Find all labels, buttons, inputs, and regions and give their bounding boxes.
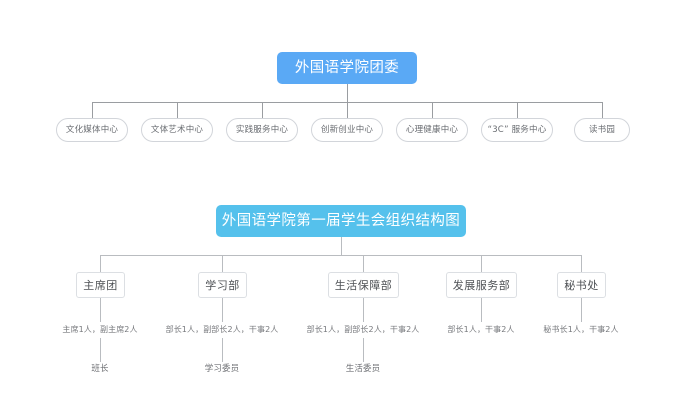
chart2-role-banzhang: 班长 bbox=[91, 364, 109, 375]
chart2-staff-line-2 bbox=[222, 298, 223, 322]
chart1-node-shijian-fuwu[interactable]: 实践服务中心 bbox=[226, 118, 298, 142]
chart2-drop-line-1 bbox=[100, 255, 101, 272]
chart2-staff-line-5 bbox=[581, 298, 582, 322]
chart2-bus-line bbox=[100, 255, 581, 256]
chart1-drop-line-1 bbox=[92, 102, 93, 118]
chart2-drop-line-4 bbox=[481, 255, 482, 272]
chart2-role-line-2 bbox=[222, 338, 223, 362]
chart2-role-xuexi-weiyuan: 学习委员 bbox=[204, 364, 240, 375]
chart2-dept-fazhan-fuwubu[interactable]: 发展服务部 bbox=[446, 272, 517, 298]
chart2-staff-shenghuo-baozhangbu: 部长1人，副部长2人，干事2人 bbox=[306, 325, 420, 334]
chart2-dept-mishuchu[interactable]: 秘书处 bbox=[557, 272, 606, 298]
chart1-trunk-line bbox=[347, 84, 348, 102]
chart2-role-line-3 bbox=[363, 338, 364, 362]
chart2-drop-line-2 bbox=[222, 255, 223, 272]
chart1-title-box[interactable]: 外国语学院团委 bbox=[277, 52, 417, 84]
chart1-node-xinli-jiankang[interactable]: 心理健康中心 bbox=[396, 118, 468, 142]
chart2-dept-xuexibu[interactable]: 学习部 bbox=[198, 272, 247, 298]
chart1-node-chuangxin-chuangye[interactable]: 创新创业中心 bbox=[311, 118, 383, 142]
chart1-node-3c-fuwu[interactable]: “3C” 服务中心 bbox=[481, 118, 553, 142]
chart1-node-wenhua-meiti[interactable]: 文化媒体中心 bbox=[56, 118, 128, 142]
chart2-trunk-line bbox=[341, 237, 342, 255]
chart2-staff-line-4 bbox=[481, 298, 482, 322]
chart2-drop-line-5 bbox=[581, 255, 582, 272]
chart2-dept-zhuxituan[interactable]: 主席团 bbox=[76, 272, 125, 298]
chart1-node-dushuyuan[interactable]: 读书园 bbox=[574, 118, 630, 142]
chart2-dept-shenghuo-baozhangbu[interactable]: 生活保障部 bbox=[328, 272, 399, 298]
chart1-drop-line-7 bbox=[602, 102, 603, 118]
chart1-drop-line-2 bbox=[177, 102, 178, 118]
chart1-drop-line-5 bbox=[432, 102, 433, 118]
chart2-drop-line-3 bbox=[363, 255, 364, 272]
chart1-drop-line-4 bbox=[347, 102, 348, 118]
chart1-drop-line-6 bbox=[517, 102, 518, 118]
chart2-title-box[interactable]: 外国语学院第一届学生会组织结构图 bbox=[216, 205, 466, 237]
chart2-staff-xuexibu: 部长1人，副部长2人，干事2人 bbox=[165, 325, 279, 334]
chart2-staff-line-3 bbox=[363, 298, 364, 322]
chart2-role-shenghuo-weiyuan: 生活委员 bbox=[345, 364, 381, 375]
chart2-staff-mishuchu: 秘书长1人，干事2人 bbox=[543, 325, 619, 334]
chart1-node-wenti-yishu[interactable]: 文体艺术中心 bbox=[141, 118, 213, 142]
chart2-staff-fazhan-fuwubu: 部长1人，干事2人 bbox=[447, 325, 515, 334]
chart2-role-line-1 bbox=[100, 338, 101, 362]
chart2-staff-line-1 bbox=[100, 298, 101, 322]
chart1-drop-line-3 bbox=[262, 102, 263, 118]
chart2-staff-zhuxituan: 主席1人，副主席2人 bbox=[62, 325, 138, 334]
